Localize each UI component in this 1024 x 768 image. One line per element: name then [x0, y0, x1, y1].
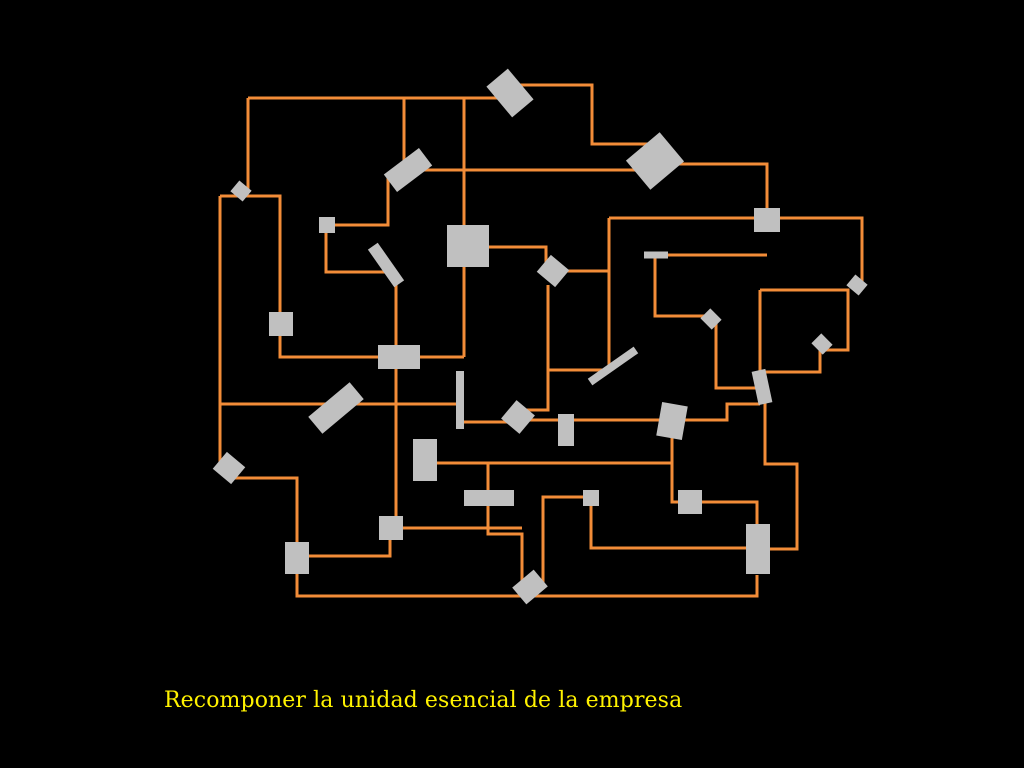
network-node: [558, 414, 574, 446]
network-node: [700, 308, 722, 330]
connector-line: [760, 288, 850, 352]
network-node: [678, 490, 702, 514]
connector-line: [508, 83, 658, 146]
connector-line: [236, 188, 282, 324]
connector-line: [760, 350, 822, 374]
network-node: [811, 333, 833, 355]
connector-line: [658, 162, 769, 218]
network-node: [212, 451, 246, 485]
network-node: [447, 225, 489, 267]
connector-line: [326, 178, 390, 227]
network-node: [378, 345, 420, 369]
network-node: [512, 569, 548, 605]
network-node: [285, 542, 309, 574]
network-node: [230, 180, 252, 202]
network-node: [464, 490, 514, 506]
network-node: [587, 346, 639, 386]
network-node: [536, 254, 570, 288]
network-node: [656, 402, 688, 440]
connector-lines: [218, 83, 864, 598]
connector-line: [486, 463, 524, 585]
network-node: [367, 242, 405, 288]
network-node: [383, 147, 433, 193]
connector-line: [714, 322, 760, 390]
network-node: [379, 516, 403, 540]
network-node: [751, 368, 773, 406]
connector-line: [530, 495, 591, 587]
network-node: [754, 208, 780, 232]
diagram-nodes: [212, 68, 868, 605]
network-node: [746, 524, 770, 574]
network-node: [644, 251, 668, 259]
connector-line: [767, 216, 864, 284]
connector-line: [757, 390, 799, 551]
network-node: [269, 312, 293, 336]
network-node: [583, 490, 599, 506]
network-node: [308, 382, 364, 434]
network-node: [846, 274, 868, 296]
network-node: [625, 132, 685, 190]
network-node: [319, 217, 335, 233]
connector-line: [324, 225, 392, 274]
network-node: [456, 371, 464, 429]
connector-line: [589, 502, 757, 550]
connector-line: [518, 285, 550, 412]
slide-caption: Recomponer la unidad esencial de la empr…: [164, 688, 683, 713]
connector-line: [672, 402, 760, 422]
network-node: [486, 68, 534, 118]
connector-line: [297, 528, 392, 558]
connector-line: [653, 255, 710, 318]
network-node: [413, 439, 437, 481]
network-node: [501, 400, 535, 434]
